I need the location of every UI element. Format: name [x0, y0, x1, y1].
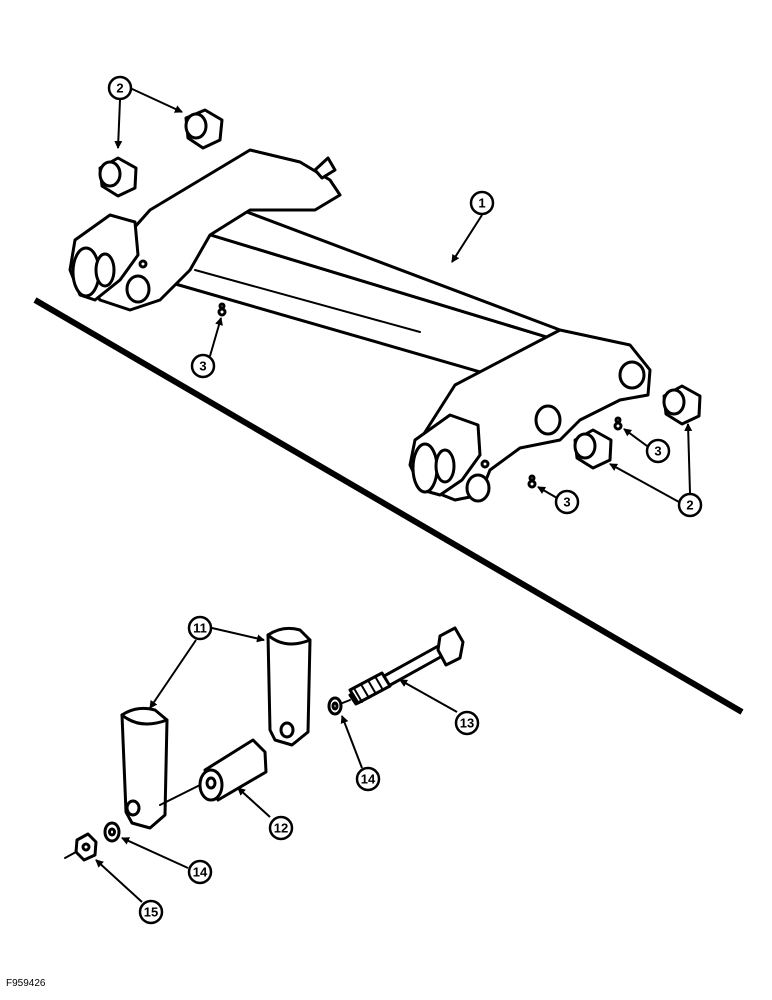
bushing-right-lower: [573, 428, 613, 470]
spacer-tube: [159, 738, 268, 806]
bushing-top-left: [98, 156, 138, 198]
figure-id: F959426: [6, 978, 46, 989]
svg-text:3: 3: [199, 359, 206, 374]
svg-text:2: 2: [116, 81, 123, 96]
svg-text:2: 2: [686, 498, 693, 513]
svg-text:1: 1: [478, 196, 485, 211]
bushing-right-upper: [662, 384, 702, 426]
callout-2-top: 2: [107, 75, 183, 149]
svg-text:13: 13: [460, 716, 474, 731]
svg-text:14: 14: [193, 865, 208, 880]
grease-fitting-right-upper: [613, 416, 623, 431]
callout-14-rear: 14: [340, 715, 381, 792]
callout-2-right: 2: [609, 423, 703, 518]
callout-11: 11: [149, 615, 265, 709]
callout-3-right-lower: 3: [537, 486, 580, 515]
callout-1: 1: [451, 190, 495, 263]
bolt: [339, 626, 465, 706]
axle-beam: [68, 148, 652, 503]
grease-fitting-left: [217, 302, 227, 317]
callout-14-front: 14: [121, 837, 213, 885]
svg-text:3: 3: [654, 444, 661, 459]
callout-15: 15: [95, 859, 164, 925]
svg-text:11: 11: [193, 621, 207, 636]
callout-12: 12: [237, 787, 294, 841]
bushing-top-right: [184, 108, 224, 150]
callout-3-right-upper: 3: [623, 428, 671, 464]
pivot-block-front: [120, 706, 169, 830]
pivot-block-rear: [266, 626, 312, 747]
svg-text:12: 12: [274, 821, 288, 836]
callout-13: 13: [399, 679, 480, 736]
svg-text:14: 14: [361, 772, 376, 787]
separator-line: [33, 297, 744, 715]
svg-text:3: 3: [563, 495, 570, 510]
grease-fitting-right-lower: [527, 474, 537, 489]
svg-text:15: 15: [144, 905, 158, 920]
nut: [64, 832, 98, 862]
callout-3-left: 3: [190, 317, 223, 379]
